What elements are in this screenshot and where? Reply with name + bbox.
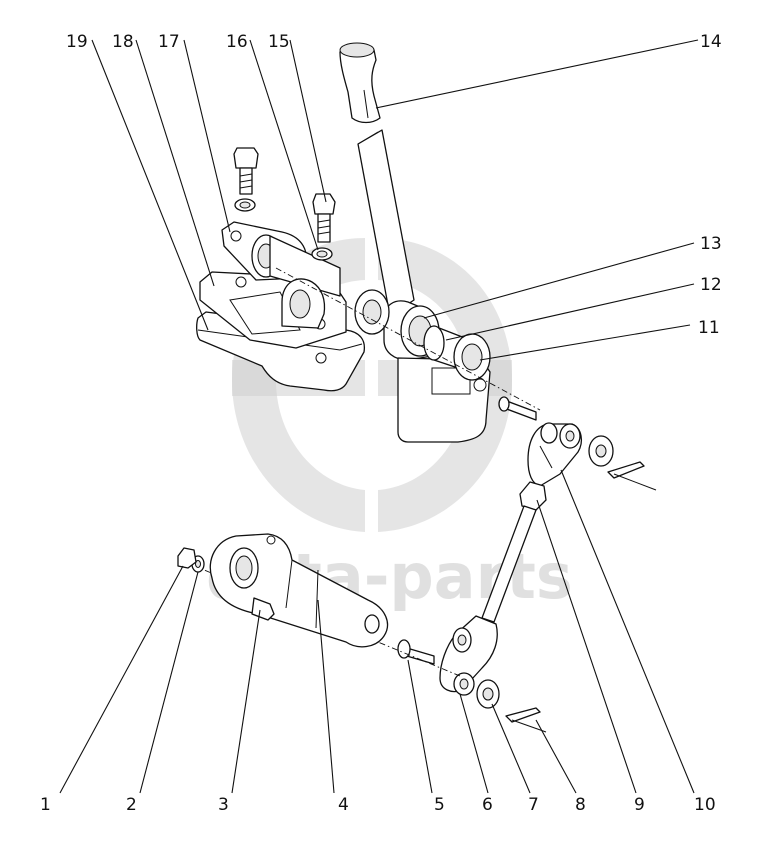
callout-9: 9 — [634, 795, 645, 815]
callout-6: 6 — [482, 795, 493, 815]
callout-10: 10 — [694, 795, 716, 815]
rod — [481, 505, 537, 623]
part-15-bolt — [312, 193, 336, 243]
callout-15: 15 — [268, 32, 290, 52]
callout-7: 7 — [528, 795, 539, 815]
part-17-pivot-boss — [221, 221, 341, 297]
callout-5: 5 — [434, 795, 445, 815]
part-10-clevis — [527, 422, 583, 487]
part-11-washer — [453, 333, 491, 381]
callout-16: 16 — [226, 32, 248, 52]
leader-16 — [249, 39, 319, 251]
leader-8 — [535, 719, 577, 794]
callout-18: 18 — [112, 32, 134, 52]
leader-9 — [536, 499, 637, 794]
callout-3: 3 — [218, 795, 229, 815]
part-5-pin — [397, 639, 435, 665]
callout-19: 19 — [66, 32, 88, 52]
part-16-washer — [311, 247, 333, 261]
leader-10 — [560, 469, 695, 794]
washer-left — [354, 289, 390, 335]
leader-15 — [289, 39, 327, 203]
leader-4 — [317, 599, 335, 794]
part-14-knob — [339, 42, 381, 124]
callout-4: 4 — [338, 795, 349, 815]
leader-1 — [59, 565, 184, 794]
callout-1: 1 — [40, 795, 51, 815]
cotter-upper — [607, 461, 657, 491]
part-1-nut — [177, 547, 197, 569]
leader-17 — [183, 39, 231, 233]
leader-19 — [91, 39, 209, 331]
callout-8: 8 — [575, 795, 586, 815]
washer-upper — [588, 435, 614, 467]
callout-14: 14 — [700, 32, 722, 52]
leader-lines — [59, 39, 699, 794]
part-4-lever-arm — [209, 533, 389, 648]
leader-6 — [459, 693, 489, 794]
part-8-cotter-pin — [505, 707, 547, 733]
leader-3 — [231, 609, 261, 794]
axis-line-upper — [275, 267, 541, 411]
callout-12: 12 — [700, 275, 722, 295]
part-6-clevis — [439, 615, 498, 696]
leader-5 — [407, 659, 433, 794]
callout-13: 13 — [700, 234, 722, 254]
leader-2 — [139, 571, 199, 794]
part-7-washer — [476, 679, 500, 709]
bolt-left — [233, 147, 259, 212]
leader-11 — [479, 324, 691, 361]
leader-14 — [375, 39, 699, 109]
leader-13 — [423, 242, 695, 319]
part-9-locknut — [519, 481, 547, 511]
leader-12 — [445, 283, 695, 341]
part-3-set-screw — [251, 597, 275, 621]
callout-17: 17 — [158, 32, 180, 52]
pin-upper — [498, 396, 537, 421]
callout-labels: 1 2 3 4 5 6 7 8 9 10 11 12 13 14 15 16 1… — [40, 32, 722, 815]
clamp-boss — [281, 278, 326, 329]
callout-11: 11 — [698, 318, 720, 338]
leader-18 — [135, 39, 215, 287]
leader-7 — [491, 703, 531, 794]
callout-2: 2 — [126, 795, 137, 815]
